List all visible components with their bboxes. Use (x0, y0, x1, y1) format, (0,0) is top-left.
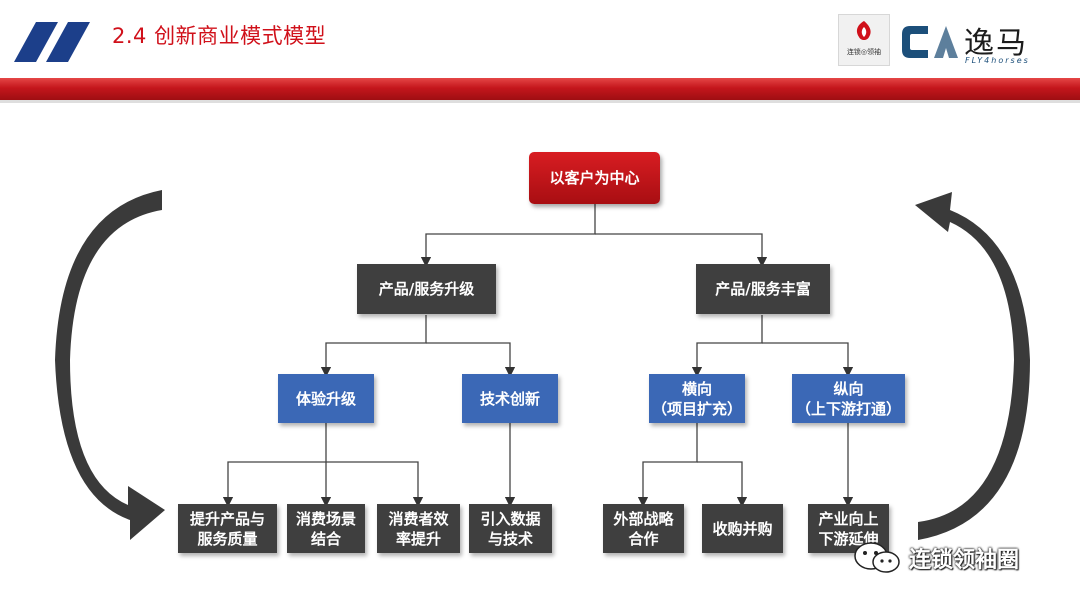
leaf-node: 提升产品与 服务质量 (178, 504, 277, 553)
level2-node-vertical: 纵向 （上下游打通） (792, 374, 905, 423)
partner-logo: 连锁◎领袖 (838, 14, 890, 66)
level2-node-horizontal: 横向 （项目扩充） (649, 374, 745, 423)
right-cycle-arrow-icon (915, 192, 1030, 540)
header-red-band (0, 78, 1080, 100)
wechat-watermark: 连锁领袖圈 (853, 540, 1019, 576)
level2-node-tech: 技术创新 (462, 374, 558, 423)
connector-lines (222, 204, 854, 508)
header-divider (0, 100, 1080, 103)
brand-name-english: FLY4horses (965, 56, 1030, 65)
double-slash-logo-icon (14, 22, 90, 62)
watermark-text: 连锁领袖圈 (909, 548, 1020, 573)
level2-node-experience: 体验升级 (278, 374, 374, 423)
partner-logo-text: 连锁◎领袖 (846, 48, 882, 56)
leaf-node: 消费场景 结合 (287, 504, 365, 553)
leaf-node: 消费者效 率提升 (377, 504, 460, 553)
brand-name: 逸马 (964, 26, 1028, 61)
leaf-node: 外部战略 合作 (603, 504, 684, 553)
wechat-icon (854, 542, 900, 573)
level1-node-enrich: 产品/服务丰富 (696, 264, 830, 314)
leaf-node: 收购并购 (702, 504, 783, 553)
left-cycle-arrow-icon (55, 190, 165, 540)
brand-ca-logo-icon (902, 26, 958, 58)
slide-title: 2.4 创新商业模式模型 (112, 24, 327, 48)
root-node: 以客户为中心 (529, 152, 660, 204)
level1-node-upgrade: 产品/服务升级 (357, 264, 496, 314)
slide-header: 2.4 创新商业模式模型 连锁◎领袖 逸马 FLY4horses (0, 0, 1080, 78)
leaf-node: 引入数据 与技术 (469, 504, 552, 553)
flame-logo-icon (856, 21, 871, 40)
